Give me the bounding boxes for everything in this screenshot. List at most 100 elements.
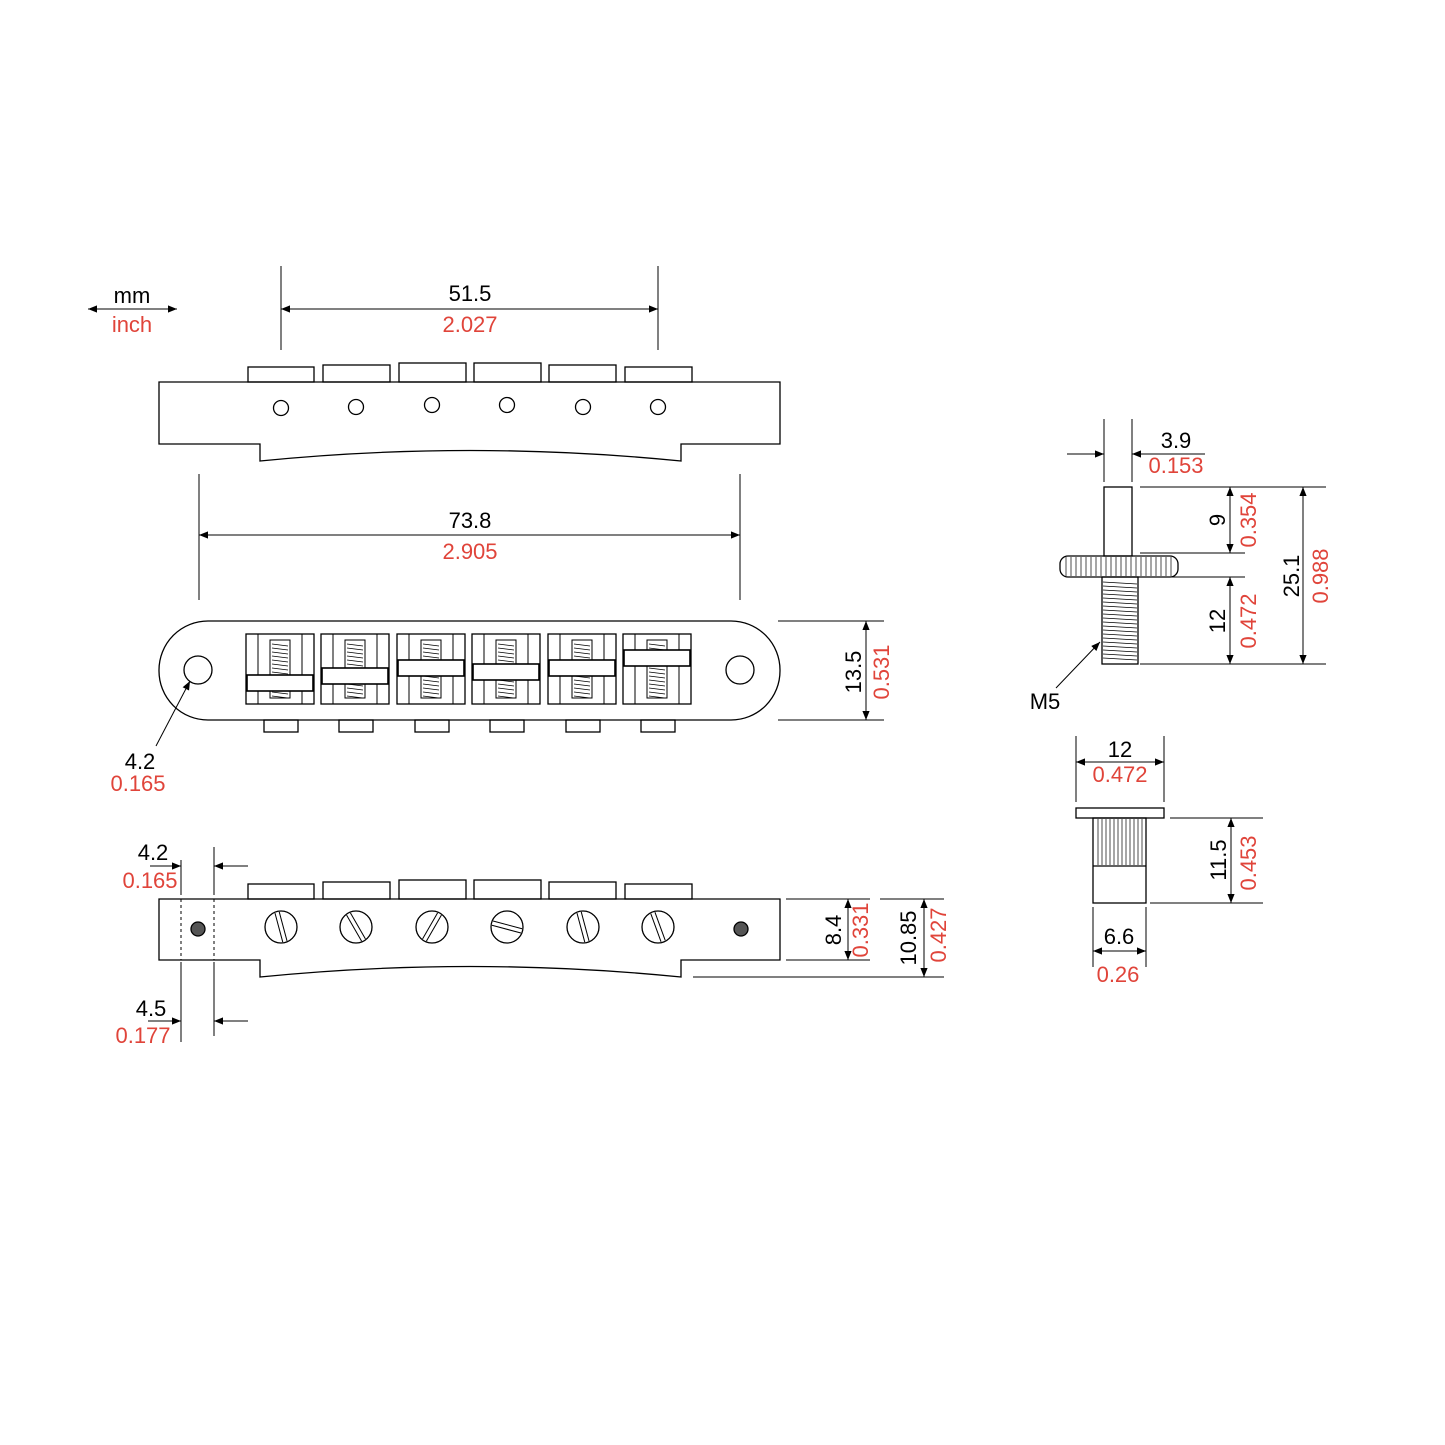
saddle-top-5 (548, 364, 617, 383)
saddle-plan-4 (471, 633, 541, 705)
stud-thread-length-mm: 12 (1205, 609, 1230, 633)
dim-total-height: 10.85 0.427 (693, 898, 951, 978)
bushing-flange-inch: 0.472 (1092, 762, 1147, 787)
dim-bushing-diameter: 6.6 0.26 (1092, 907, 1147, 987)
side-hole-offset-mm: 4.2 (138, 840, 169, 865)
screw-head-6 (640, 719, 676, 733)
bushing-part (1075, 807, 1165, 904)
dim-post-hole: 4.2 0.165 (110, 680, 191, 796)
stud-part (1059, 486, 1179, 665)
bridge-top-view (158, 362, 781, 462)
dim-bushing-flange: 12 0.472 (1075, 736, 1165, 802)
screw-head-2 (338, 719, 374, 733)
post-hole-mm: 4.2 (125, 749, 156, 774)
stud-total-length-mm: 25.1 (1279, 555, 1304, 598)
saddle-plan-3 (396, 633, 466, 705)
dim-stud-total-length: 25.1 0.988 (1279, 487, 1333, 664)
saddle-bar (246, 674, 314, 692)
saddle-front-2 (322, 881, 391, 900)
bridge-plan-view (158, 620, 781, 733)
legend-imperial: inch (112, 312, 152, 337)
saddle-front-5 (548, 881, 617, 900)
saddle-top-6 (624, 366, 693, 383)
body-width-mm: 13.5 (841, 651, 866, 694)
side-end-offset-mm: 4.5 (136, 996, 167, 1021)
bridge-body-top (158, 381, 781, 462)
bridge-body-front (158, 898, 781, 978)
string-hole-3 (423, 396, 441, 414)
saddle-plan-6 (622, 633, 692, 705)
screw-6 (641, 910, 675, 944)
screw-head-5 (565, 719, 601, 733)
saddle-front-4 (473, 879, 542, 900)
stud-thread-length-inch: 0.472 (1236, 593, 1261, 648)
bushing-height-mm: 11.5 (1206, 839, 1231, 880)
dim-stud-top-diameter: 3.9 0.153 (1067, 419, 1205, 482)
intonation-screws (264, 910, 675, 944)
string-hole-2 (347, 398, 365, 416)
saddle-bar (321, 667, 389, 685)
dim-bushing-height: 11.5 0.453 (1150, 817, 1263, 904)
post-spacing-mm: 73.8 (449, 508, 492, 533)
bushing-flange (1075, 807, 1165, 819)
dim-side-end-offset: 4.5 0.177 (115, 962, 248, 1048)
dim-stud-thread-length: 12 0.472 (1140, 576, 1326, 665)
dim-saddle-spacing: 51.5 2.027 (280, 266, 659, 350)
saddle-spacing-mm: 51.5 (449, 281, 492, 306)
dim-side-hole-offset: 4.2 0.165 (122, 840, 248, 895)
saddle-plan-group (245, 633, 692, 705)
screw-2 (339, 910, 373, 944)
screw-3 (415, 910, 449, 944)
body-height-inch: 0.331 (848, 902, 873, 957)
screw-5 (566, 910, 600, 944)
dim-body-height: 8.4 0.331 (786, 898, 873, 961)
stud-end-left (190, 921, 206, 937)
saddle-bar (548, 659, 616, 677)
post-hole-right (725, 655, 755, 685)
screw-head-1 (263, 719, 299, 733)
bridge-body-plan (158, 620, 781, 721)
unit-legend: mm inch (88, 283, 177, 337)
thumbwheel-knurl (1065, 557, 1172, 576)
saddle-top-1 (247, 366, 315, 383)
saddle-front-6 (624, 883, 693, 900)
bridge-front-view (158, 879, 781, 978)
saddle-plan-5 (547, 633, 617, 705)
string-hole-6 (649, 398, 667, 416)
bushing-body (1092, 817, 1147, 904)
stud-top-pin (1103, 486, 1133, 557)
bushing-flange-mm: 12 (1108, 737, 1132, 762)
saddle-top-4 (473, 362, 542, 383)
thread-lines (1102, 581, 1138, 661)
saddle-top-3 (398, 362, 467, 383)
stud-total-length-inch: 0.988 (1308, 548, 1333, 603)
bushing-height-inch: 0.453 (1236, 835, 1261, 890)
saddle-bar (623, 649, 691, 667)
saddle-plan-1 (245, 633, 315, 705)
dim-post-spacing: 73.8 2.905 (198, 474, 741, 600)
screw-4 (490, 910, 524, 944)
bushing-diameter-mm: 6.6 (1104, 924, 1135, 949)
stud-top-diameter-mm: 3.9 (1161, 428, 1192, 453)
saddle-spacing-inch: 2.027 (442, 312, 497, 337)
string-hole-4 (498, 396, 516, 414)
stud-thread-label: M5 (1030, 689, 1061, 714)
stud-thread (1101, 576, 1139, 665)
string-hole-1 (272, 399, 290, 417)
stud-top-diameter-inch: 0.153 (1148, 453, 1203, 478)
stud-thumbwheel (1059, 555, 1179, 578)
saddle-bar (472, 663, 540, 681)
stud-end-right (733, 921, 749, 937)
side-end-offset-inch: 0.177 (115, 1023, 170, 1048)
saddle-front-3 (398, 879, 467, 900)
bushing-knurl (1097, 819, 1143, 865)
stud-top-length-inch: 0.354 (1236, 492, 1261, 547)
stud-top-length-mm: 9 (1205, 514, 1230, 526)
saddle-bar (397, 659, 465, 677)
screw-head-4 (489, 719, 525, 733)
post-hole-left (183, 655, 213, 685)
total-height-inch: 0.427 (926, 907, 951, 962)
post-hole-inch: 0.165 (110, 771, 165, 796)
